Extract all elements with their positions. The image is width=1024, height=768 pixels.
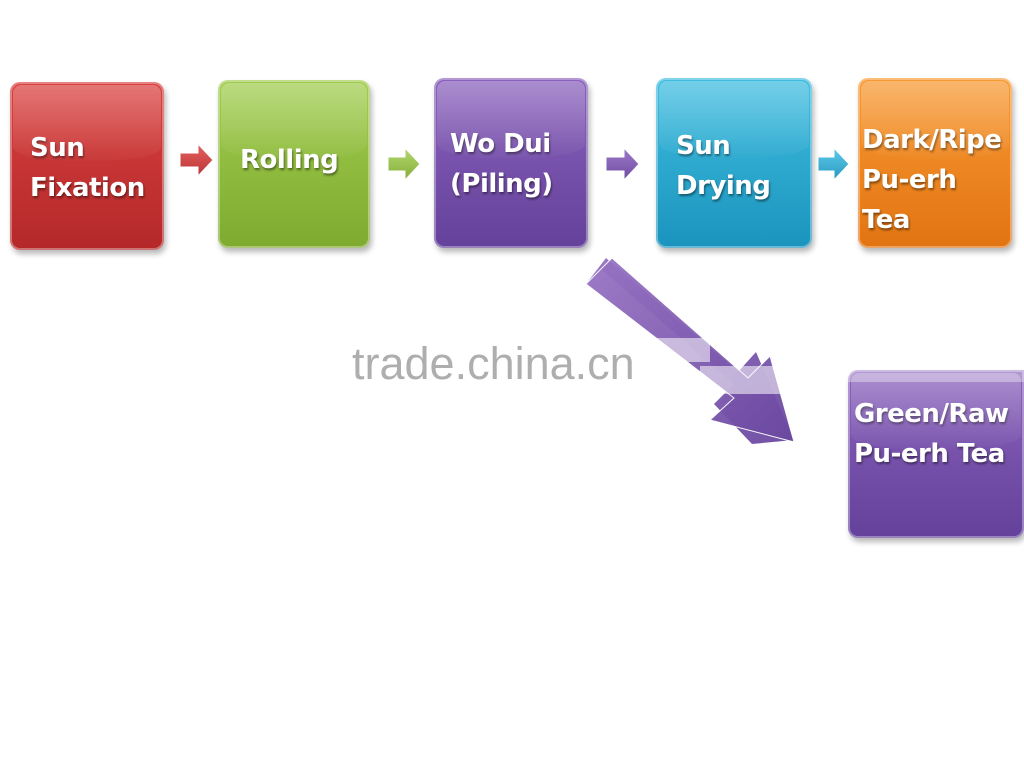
step-wo-dui: Wo Dui (Piling) xyxy=(434,78,588,248)
step-sun-fixation: Sun Fixation xyxy=(10,82,164,250)
watermark: trade.china.cn xyxy=(352,338,635,389)
arrow-right-icon xyxy=(179,142,214,178)
step-sun-drying: Sun Drying xyxy=(656,78,812,248)
watermark-band xyxy=(848,366,1024,382)
watermark-band xyxy=(700,366,800,394)
watermark-band xyxy=(640,338,710,362)
result-green-raw: Green/Raw Pu-erh Tea xyxy=(848,370,1024,538)
step-rolling: Rolling xyxy=(218,80,370,248)
result-dark-ripe: Dark/Ripe Pu-erh Tea xyxy=(858,78,1012,248)
arrow-right-icon xyxy=(387,146,421,182)
arrow-right-icon xyxy=(817,146,850,182)
arrow-right-icon xyxy=(605,146,640,182)
